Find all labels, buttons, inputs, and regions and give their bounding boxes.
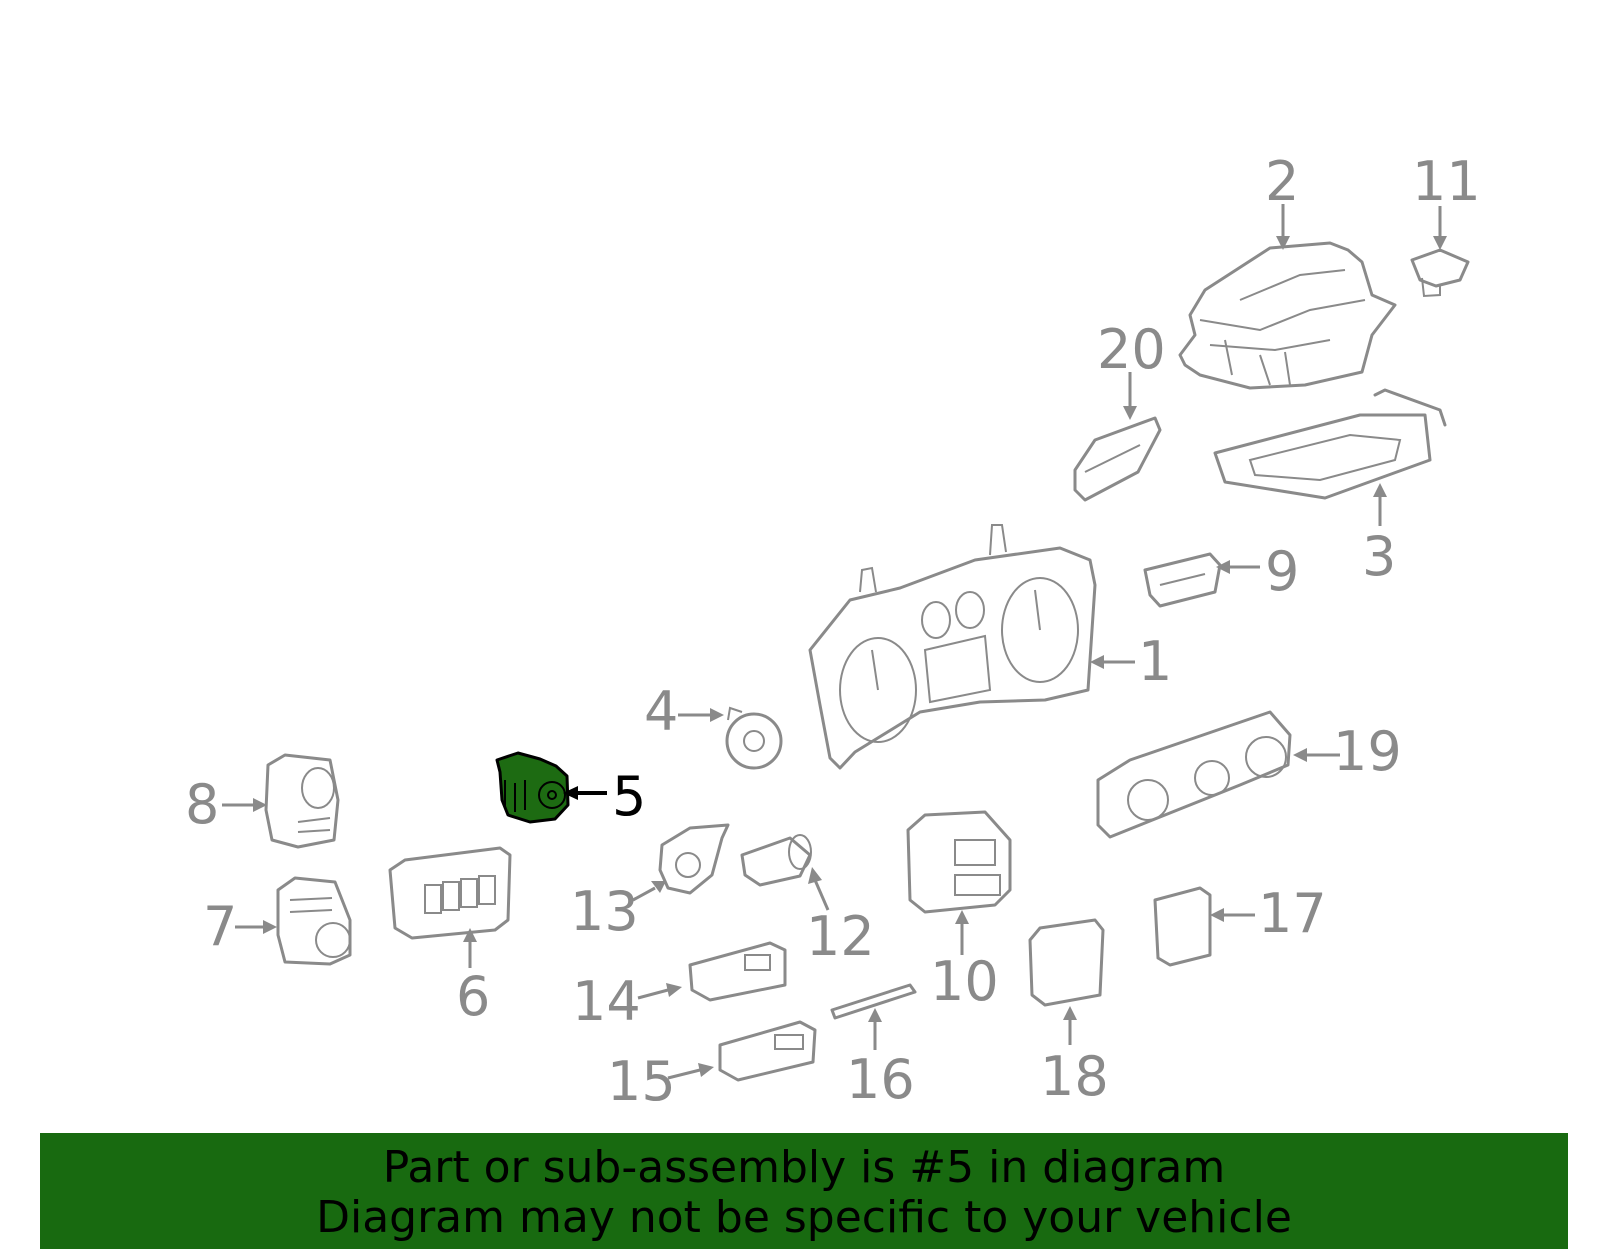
part-2-module bbox=[1178, 241, 1397, 390]
part-6-switch-bank bbox=[388, 846, 512, 940]
callout-20: 20 bbox=[1097, 318, 1166, 381]
disclaimer-banner: Part or sub-assembly is #5 in diagram Di… bbox=[40, 1133, 1568, 1249]
part-9-switch bbox=[1143, 552, 1222, 608]
leader-arrows bbox=[222, 204, 1447, 1080]
callout-14: 14 bbox=[572, 970, 641, 1033]
callout-15: 15 bbox=[607, 1050, 676, 1113]
callout-1: 1 bbox=[1138, 630, 1172, 693]
part-11-clip bbox=[1410, 248, 1470, 298]
part-10-module bbox=[906, 810, 1012, 914]
part-12-socket bbox=[740, 834, 812, 887]
callout-19: 19 bbox=[1333, 720, 1402, 783]
part-19-climate-control bbox=[1096, 710, 1292, 839]
part-5-highlighted-switch bbox=[495, 751, 570, 824]
part-4-ring bbox=[725, 706, 783, 770]
callout-13: 13 bbox=[570, 880, 639, 943]
part-15-switch bbox=[718, 1020, 817, 1082]
part-1-instrument-cluster bbox=[808, 524, 1097, 770]
part-14-switch bbox=[688, 941, 787, 1002]
callout-18: 18 bbox=[1040, 1045, 1109, 1108]
part-20-bracket bbox=[1073, 416, 1162, 502]
part-7-switch bbox=[276, 876, 352, 966]
callout-16: 16 bbox=[846, 1048, 915, 1111]
callout-10: 10 bbox=[930, 950, 999, 1013]
callout-4: 4 bbox=[644, 680, 678, 743]
callout-labels: 2 11 20 3 9 1 4 5 8 19 7 6 13 12 10 17 1… bbox=[185, 150, 1481, 1113]
part-18-module bbox=[1028, 918, 1105, 1007]
callout-7: 7 bbox=[203, 895, 237, 958]
callout-12: 12 bbox=[806, 905, 875, 968]
callout-6: 6 bbox=[456, 965, 490, 1028]
part-17-cover bbox=[1153, 886, 1212, 967]
banner-line-disclaimer: Diagram may not be specific to your vehi… bbox=[316, 1192, 1292, 1243]
callout-5: 5 bbox=[612, 765, 646, 828]
callout-11: 11 bbox=[1412, 150, 1481, 213]
part-8-switch bbox=[264, 753, 340, 849]
part-16-strip bbox=[830, 983, 917, 1020]
callout-9: 9 bbox=[1265, 540, 1299, 603]
callout-8: 8 bbox=[185, 773, 219, 836]
callout-3: 3 bbox=[1362, 525, 1396, 588]
banner-line-part: Part or sub-assembly is #5 in diagram bbox=[382, 1142, 1226, 1193]
part-13-bezel bbox=[658, 823, 730, 895]
callout-2: 2 bbox=[1265, 150, 1299, 213]
callout-17: 17 bbox=[1258, 882, 1327, 945]
part-3-tray bbox=[1213, 388, 1447, 500]
